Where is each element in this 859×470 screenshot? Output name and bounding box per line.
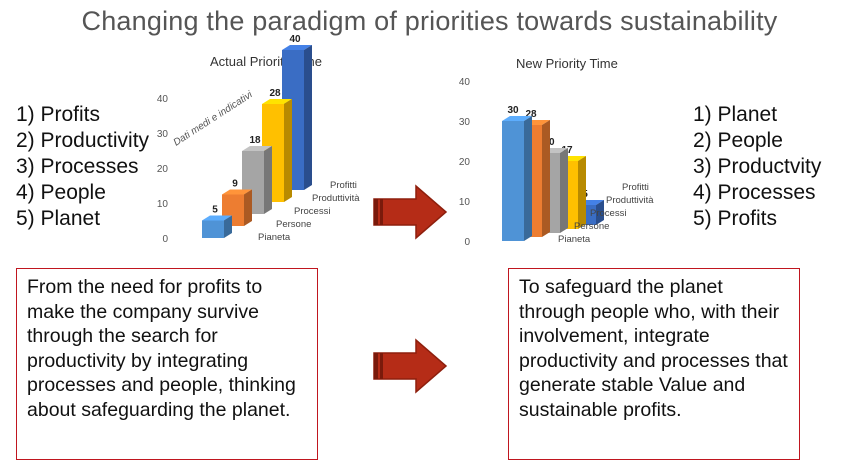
category-label: Persone bbox=[574, 221, 609, 232]
list-item: 3) Productvity bbox=[693, 155, 822, 178]
new-paradigm-description: To safeguard the planet through people w… bbox=[508, 268, 800, 460]
bar-side bbox=[284, 99, 292, 202]
y-tick-label: 30 bbox=[459, 117, 471, 128]
right-arrow-icon bbox=[373, 338, 448, 394]
new-priorities-list: 1) Planet 2) People 3) Productvity 4) Pr… bbox=[693, 102, 821, 232]
list-item: 3) Processes bbox=[16, 155, 139, 178]
bar-top bbox=[282, 45, 312, 50]
category-label: Processi bbox=[590, 208, 626, 219]
bar-side bbox=[524, 116, 532, 241]
y-tick-label: 20 bbox=[157, 164, 169, 175]
y-tick-label: 20 bbox=[459, 157, 471, 168]
bar-side bbox=[578, 156, 586, 229]
category-label: Pianeta bbox=[258, 232, 291, 243]
bar bbox=[502, 116, 532, 241]
category-label: Processi bbox=[294, 206, 330, 217]
y-tick-label: 0 bbox=[464, 237, 470, 248]
y-tick-label: 40 bbox=[157, 94, 169, 105]
list-item: 4) Processes bbox=[693, 181, 816, 204]
bar-side bbox=[596, 200, 604, 225]
right-arrow-icon bbox=[373, 184, 448, 240]
data-label: 5 bbox=[212, 205, 218, 216]
bar-top bbox=[262, 99, 292, 104]
category-label: Persone bbox=[276, 219, 311, 230]
list-item: 4) People bbox=[16, 181, 106, 204]
data-label: 18 bbox=[249, 135, 261, 146]
y-tick-label: 40 bbox=[459, 77, 471, 88]
bar-side bbox=[542, 120, 550, 237]
bar-front bbox=[202, 220, 224, 238]
bar-top bbox=[202, 215, 232, 221]
bar-top bbox=[502, 116, 532, 121]
chart-annotation: Dati medi e indicativi bbox=[172, 89, 256, 149]
bar bbox=[282, 45, 312, 190]
list-item: 1) Planet bbox=[693, 103, 778, 126]
y-tick-label: 10 bbox=[459, 197, 471, 208]
data-label: 40 bbox=[289, 34, 301, 45]
list-item: 2) Productivity bbox=[16, 129, 150, 152]
data-label: 28 bbox=[525, 109, 537, 120]
bar-side bbox=[264, 146, 272, 214]
bar-front bbox=[502, 121, 524, 241]
data-label: 30 bbox=[507, 105, 519, 116]
right-chart-title: New Priority Time bbox=[516, 56, 618, 71]
bar-top bbox=[222, 189, 252, 195]
y-tick-label: 10 bbox=[157, 199, 169, 210]
category-label: Produttività bbox=[312, 193, 360, 204]
list-item: 5) Profits bbox=[693, 207, 778, 230]
data-label: 28 bbox=[269, 88, 281, 99]
list-item: 2) People bbox=[693, 129, 783, 152]
category-label: Produttività bbox=[606, 195, 654, 206]
bar-side bbox=[560, 148, 568, 233]
bar-side bbox=[244, 189, 252, 226]
bar-side bbox=[224, 215, 232, 238]
list-item: 5) Planet bbox=[16, 207, 101, 230]
y-tick-label: 0 bbox=[162, 234, 168, 245]
bar bbox=[202, 215, 232, 238]
category-label: Pianeta bbox=[558, 234, 591, 245]
list-item: 1) Profits bbox=[16, 103, 101, 126]
y-tick-label: 30 bbox=[157, 129, 169, 140]
category-label: Profitti bbox=[330, 180, 357, 191]
current-paradigm-description: From the need for profits to make the co… bbox=[16, 268, 318, 460]
bar-side bbox=[304, 45, 312, 190]
current-priorities-list: 1) Profits 2) Productivity 3) Processes … bbox=[16, 102, 149, 232]
slide-title: Changing the paradigm of priorities towa… bbox=[81, 6, 778, 36]
bar-top bbox=[242, 146, 272, 151]
new-priority-chart: 010203040517202830PianetaPersoneProcessi… bbox=[459, 77, 654, 248]
data-label: 9 bbox=[232, 179, 238, 190]
category-label: Profitti bbox=[622, 182, 649, 193]
